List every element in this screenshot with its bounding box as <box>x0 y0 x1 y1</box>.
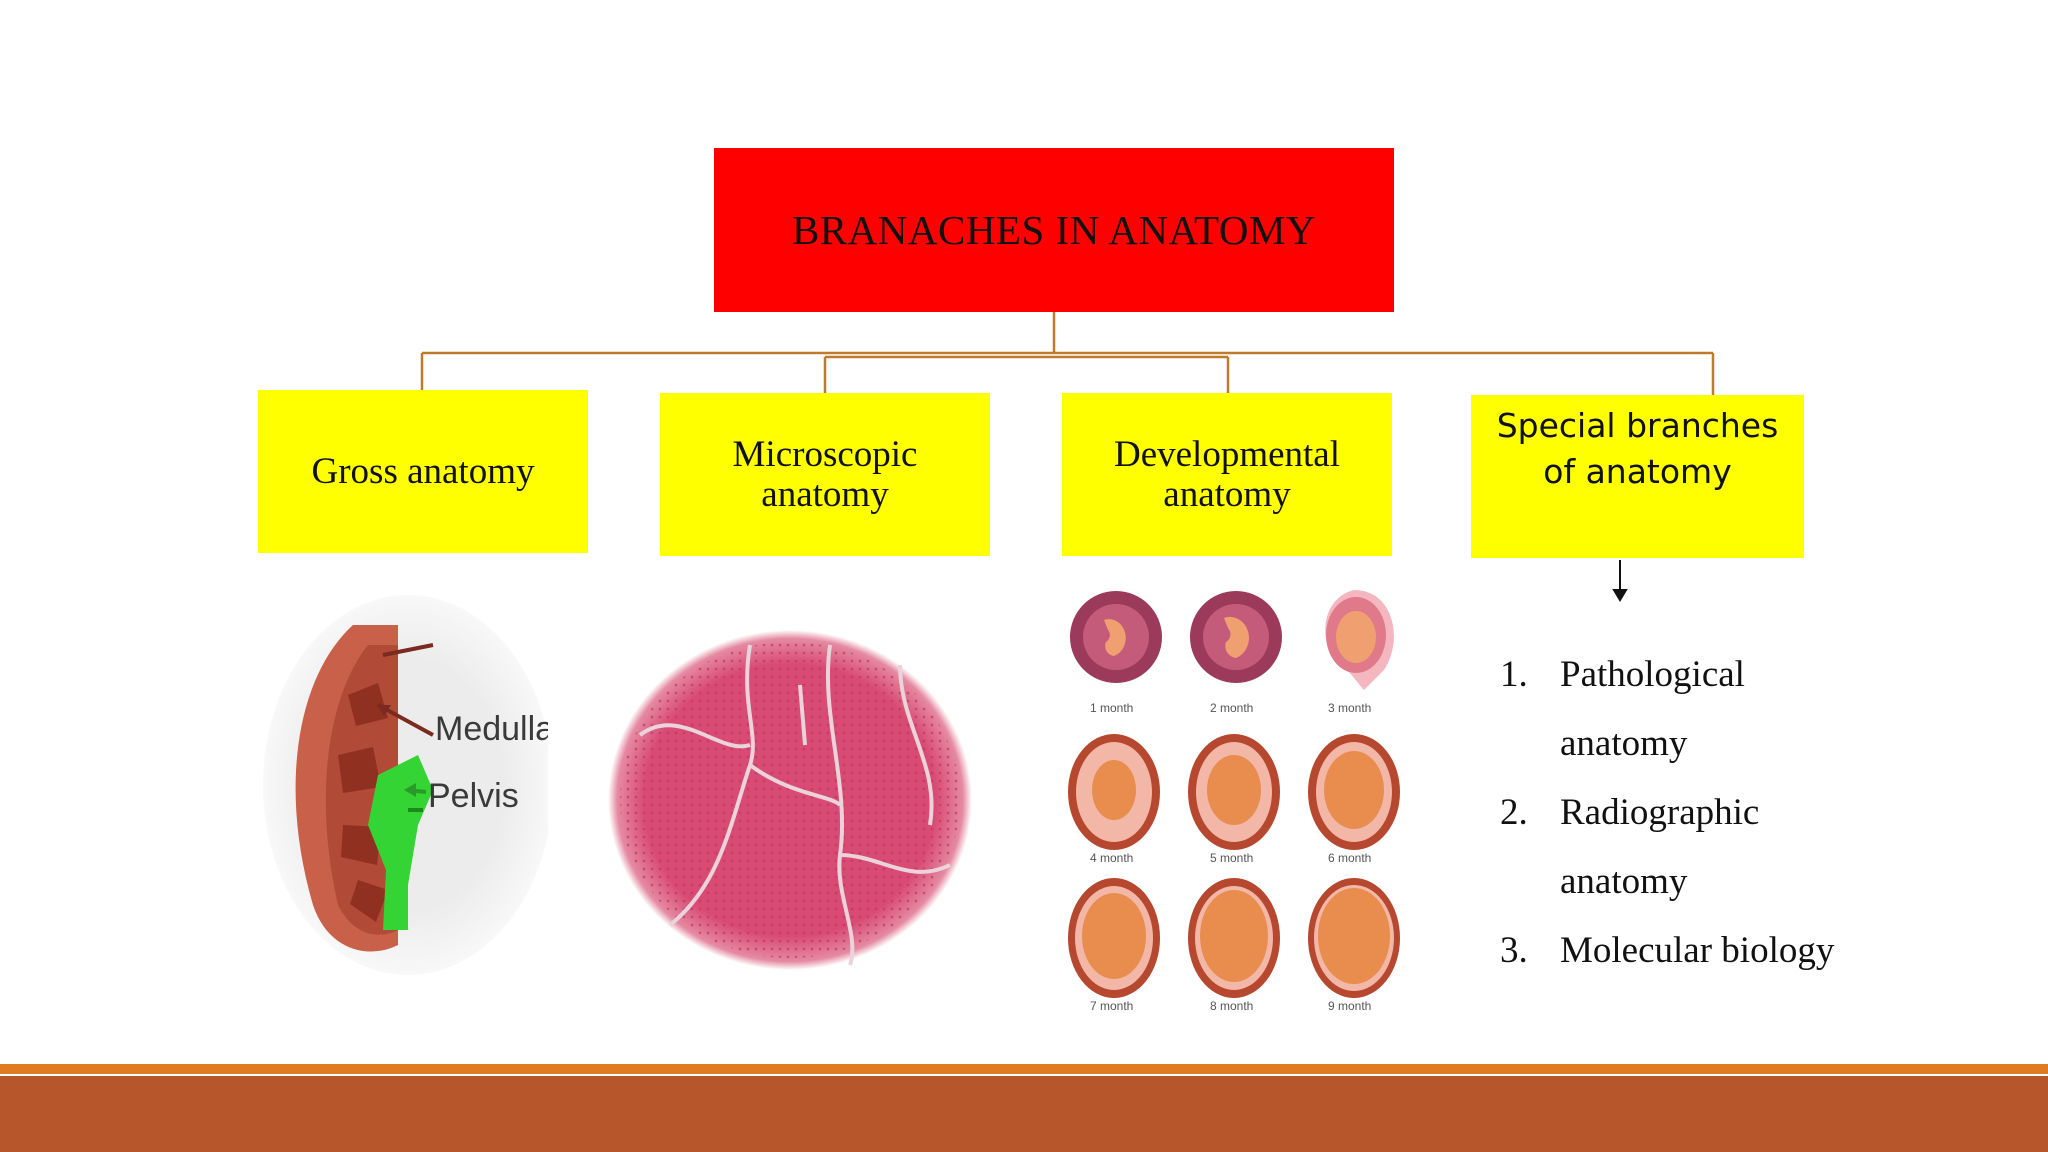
kidney-label-pelvis: Pelvis <box>428 777 519 815</box>
kidney-label-medulla: Medulla <box>435 710 548 748</box>
fetus-month-1 <box>1070 591 1162 683</box>
branch-gross-anatomy: Gross anatomy <box>258 390 588 553</box>
tissue-micrograph <box>608 630 972 970</box>
fetus-month-8 <box>1188 878 1280 998</box>
fetus-month-2 <box>1190 591 1282 683</box>
fetus-month-4 <box>1068 734 1160 850</box>
fetal-development-grid: 1 month 2 month 3 month 4 month 5 month … <box>1068 590 1400 1013</box>
month-label-9: 9 month <box>1328 999 1371 1013</box>
list-text: Pathological anatomy <box>1560 640 1920 778</box>
month-label-2: 2 month <box>1210 701 1253 715</box>
footer-bar <box>0 1076 2048 1152</box>
branch-microscopic-anatomy: Microscopic anatomy <box>660 393 990 556</box>
branch-developmental-anatomy: Developmental anatomy <box>1062 393 1392 556</box>
list-text: Molecular biology <box>1560 916 1920 985</box>
month-label-6: 6 month <box>1328 851 1371 865</box>
list-number: 1. <box>1500 654 1528 695</box>
month-label-5: 5 month <box>1210 851 1253 865</box>
list-text: Radiographic anatomy <box>1560 778 1920 916</box>
month-label-1: 1 month <box>1090 701 1133 715</box>
month-label-8: 8 month <box>1210 999 1253 1013</box>
fetus-month-5 <box>1188 734 1280 850</box>
fetus-month-7 <box>1068 878 1160 998</box>
list-number: 2. <box>1500 792 1528 833</box>
month-label-4: 4 month <box>1090 851 1133 865</box>
list-line: Radiographic <box>1560 792 1760 833</box>
fetus-month-9 <box>1308 878 1400 998</box>
list-item: 3. Molecular biology <box>1500 916 1920 985</box>
fetus-month-3 <box>1325 590 1394 690</box>
special-branches-list: 1. Pathological anatomy 2. Radiographic … <box>1500 640 1920 985</box>
month-label-7: 7 month <box>1090 999 1133 1013</box>
list-line: anatomy <box>1560 861 1688 902</box>
month-label-3: 3 month <box>1328 701 1371 715</box>
list-line: Pathological <box>1560 654 1745 695</box>
footer-accent-bar <box>0 1064 2048 1074</box>
list-line: anatomy <box>1560 723 1688 764</box>
list-item: 2. Radiographic anatomy <box>1500 778 1920 916</box>
list-number: 3. <box>1500 930 1528 971</box>
kidney-illustration: Medulla Pelvis <box>263 595 548 975</box>
list-line: Molecular biology <box>1560 930 1835 971</box>
fetus-month-6 <box>1308 734 1400 850</box>
root-node: BRANACHES IN ANATOMY <box>714 148 1394 312</box>
branch-special-branches: Special branches of anatomy <box>1471 395 1804 558</box>
list-item: 1. Pathological anatomy <box>1500 640 1920 778</box>
